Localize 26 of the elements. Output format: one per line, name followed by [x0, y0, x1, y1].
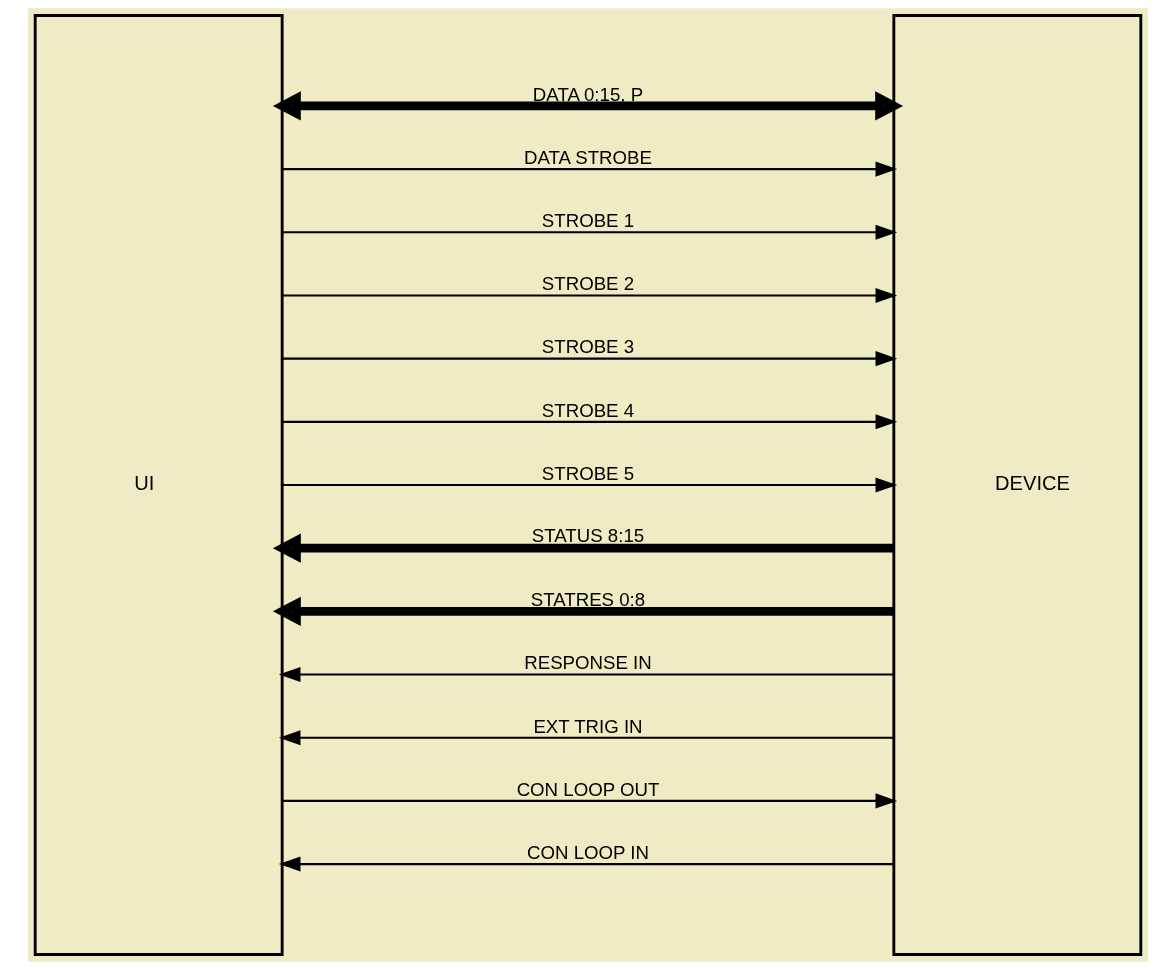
arrow [272, 596, 894, 627]
arrow [282, 351, 898, 367]
edge-label: RESPONSE IN [524, 652, 652, 674]
edge-label: STROBE 1 [541, 210, 635, 232]
edge-label: DATA STROBE [524, 146, 652, 168]
edge-label: EXT TRIG IN [533, 715, 643, 737]
arrow [282, 161, 898, 177]
arrow [272, 533, 894, 563]
edge-label: STATRES 0:8 [530, 589, 646, 611]
edge-label: STROBE 4 [541, 399, 635, 421]
arrow [282, 477, 898, 493]
edge-label: CON LOOP OUT [516, 778, 660, 800]
edge-label: DATA 0:15, P [532, 83, 644, 105]
edge-label: STROBE 2 [541, 273, 635, 295]
edge-label: STATUS 8:15 [531, 524, 645, 546]
arrow [282, 414, 898, 430]
arrow [282, 793, 898, 809]
edge-label: CON LOOP IN [527, 841, 649, 863]
edge-label: STROBE 3 [541, 336, 635, 358]
arrow [272, 91, 904, 121]
arrow [278, 856, 894, 872]
arrow [282, 287, 898, 303]
arrow [278, 730, 894, 746]
arrow [278, 667, 894, 683]
edge-label: STROBE 5 [541, 462, 635, 484]
arrow [282, 224, 898, 240]
